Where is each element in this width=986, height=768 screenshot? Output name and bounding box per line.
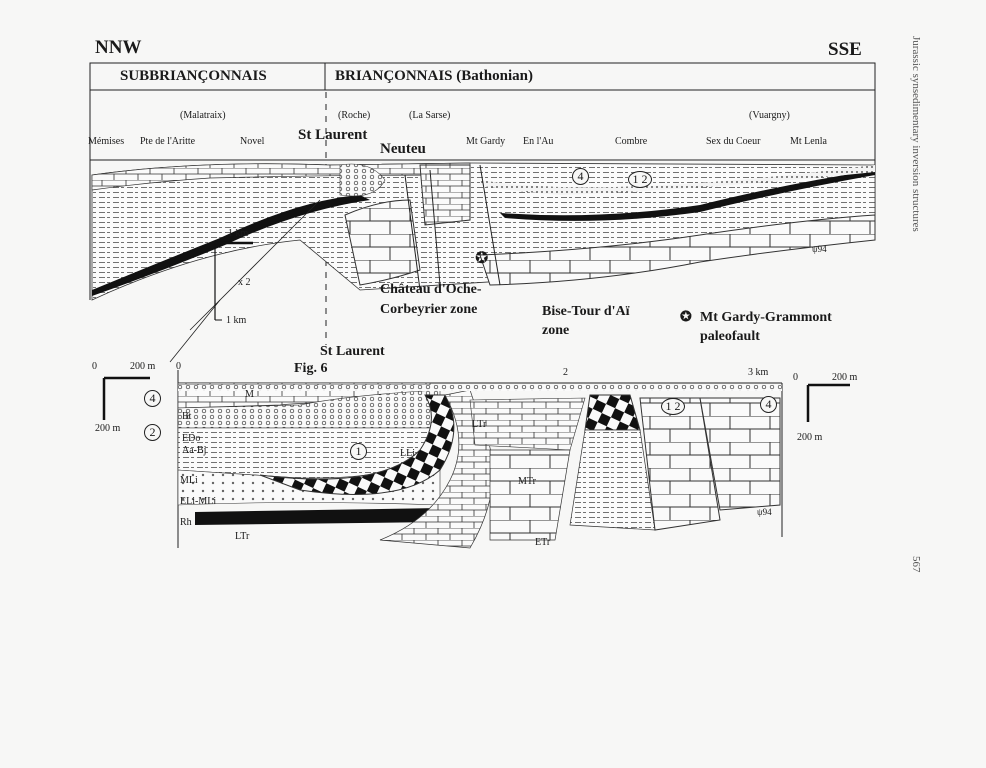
running-header: Jurassic synsedimentary inversion struct… [910, 36, 922, 232]
locality-label: Sex du Coeur [706, 136, 761, 147]
legend-label: Mt Gardy-Grammont [700, 310, 832, 325]
unit-label: EDo [182, 433, 201, 444]
marker-2: 2 [144, 424, 161, 441]
unit-label: MTr [518, 476, 536, 487]
marker-1: 1 [350, 443, 367, 460]
locality-label: Combre [615, 136, 648, 147]
signature: ψ94 [812, 244, 827, 254]
locality-label: En l'Au [523, 136, 554, 147]
unit-label: LTr [235, 531, 250, 542]
unit-label: Rh [180, 517, 192, 528]
locality-label: St Laurent [298, 127, 368, 143]
zone-chateau: Château d'Oche- [380, 282, 482, 297]
zone-bise: Bise-Tour d'Aï [542, 304, 630, 319]
lower-title: St Laurent [320, 344, 385, 359]
legend-label: paleofault [700, 329, 760, 344]
orientation-nnw: NNW [95, 37, 142, 58]
marker-1-2: 1 2 [628, 171, 652, 188]
zone-bise: zone [542, 323, 570, 338]
locality-label: Pte de l'Aritte [140, 136, 196, 147]
unit-label: ETr [535, 537, 551, 548]
scale-h: 200 m [832, 372, 858, 383]
region-label: (Roche) [338, 110, 371, 121]
axis-label: 2 [563, 367, 568, 378]
page-number: 567 [910, 556, 922, 573]
unit-label: Aa-Bj [182, 445, 207, 456]
domain-subbrianconnais: SUBBRIANÇONNAIS [120, 68, 267, 84]
scale-horizontal: 1 km [228, 228, 249, 239]
locality-label: Novel [240, 136, 265, 147]
upper-scale-bar [214, 241, 253, 321]
unit-label: M [245, 389, 254, 400]
axis-label: 3 km [748, 367, 769, 378]
region-label: (Vuargny) [749, 110, 790, 121]
marker-4: 4 [760, 396, 777, 413]
scale-v: 200 m [95, 423, 121, 434]
orientation-sse: SSE [828, 39, 862, 60]
lower-cross-section [169, 299, 783, 549]
scale-zero: 0 [793, 372, 798, 383]
zone-chateau: Corbeyrier zone [380, 302, 478, 317]
marker-4: 4 [144, 390, 161, 407]
domain-brianconnais: BRIANÇONNAIS (Bathonian) [335, 68, 533, 84]
locality-label: Neuteu [380, 141, 426, 157]
axis-label: 0 [176, 361, 181, 372]
signature: ψ94 [757, 507, 772, 517]
unit-label: LLi [400, 448, 415, 459]
scale-v: 200 m [797, 432, 823, 443]
unit-label: LTr [472, 419, 487, 430]
scale-vertical: 1 km [226, 315, 247, 326]
upper-section-frame [89, 62, 876, 345]
locality-label: Mémises [88, 136, 125, 147]
scale-zero: 0 [92, 361, 97, 372]
marker-1-2: 1 2 [661, 398, 685, 415]
marker-4: 4 [572, 168, 589, 185]
legend-star-icon: ✪ [680, 310, 692, 325]
lower-scale-bars [102, 376, 850, 422]
unit-label: MLi [180, 475, 198, 486]
unit-label: Bt [182, 411, 192, 422]
fig-reference: Fig. 6 [294, 361, 328, 376]
locality-label: Mt Gardy [466, 136, 506, 147]
scale-h: 200 m [130, 361, 156, 372]
locality-label: Mt Lenla [790, 136, 827, 147]
region-label: (La Sarse) [409, 110, 451, 121]
upper-cross-section [91, 162, 876, 331]
region-label: (Malatraix) [180, 110, 226, 121]
unit-label: ELi-MLi [180, 496, 217, 507]
paleofault-star-icon: ✪ [475, 250, 489, 267]
scale-exaggeration: x 2 [238, 277, 251, 288]
